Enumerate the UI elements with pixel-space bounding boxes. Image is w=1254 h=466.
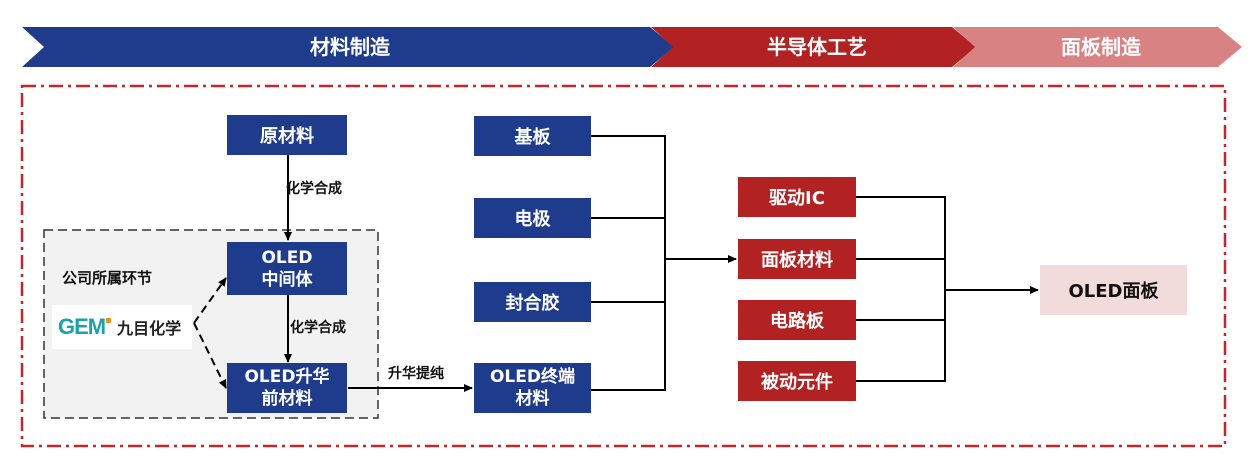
outer-frame: [20, 84, 1227, 448]
stage-semiconductor-chevron: [651, 27, 976, 67]
node-sealant: 封合胶: [474, 282, 591, 322]
node-oled-intermediate-line1: OLED: [261, 247, 313, 268]
company-logo-mark: GEM: [58, 314, 106, 339]
company-logo: GEM 九目化学: [52, 305, 192, 349]
company-segment-label: 公司所属环节: [62, 269, 153, 287]
node-oled-terminal-line2: 材料: [515, 389, 550, 409]
node-driver-ic: 驱动IC: [738, 177, 856, 217]
company-logo-accent-icon: [106, 317, 112, 323]
stage-semiconductor-label: 半导体工艺: [767, 35, 867, 59]
materials-bracket: [591, 135, 666, 391]
stage-panel-label: 面板制造: [1061, 35, 1141, 59]
node-oled-sublimation-line2: 前材料: [261, 389, 313, 409]
semiconductor-bracket: [856, 196, 946, 382]
node-substrate: 基板: [474, 116, 591, 156]
company-arrow-up: [193, 277, 227, 324]
node-oled-intermediate: OLED 中间体: [227, 242, 347, 295]
node-raw-material: 原材料: [227, 115, 347, 155]
stage-banner: [22, 27, 1242, 67]
node-electrode: 电极: [474, 198, 591, 238]
company-name: 九目化学: [117, 319, 182, 338]
stage-materials-label: 材料制造: [310, 35, 390, 59]
node-oled-terminal-material: OLED终端 材料: [474, 363, 591, 413]
node-oled-intermediate-line2: 中间体: [261, 269, 313, 290]
stage-materials-chevron: [22, 27, 674, 67]
node-circuit-board: 电路板: [738, 300, 856, 340]
edge-label-synthesis-2: 化学合成: [290, 320, 346, 336]
node-oled-panel: OLED面板: [1040, 265, 1187, 315]
edge-label-synthesis-1: 化学合成: [286, 181, 342, 197]
node-oled-sublimation-line1: OLED升华: [244, 367, 330, 387]
node-oled-sublimation-precursor: OLED升华 前材料: [227, 363, 347, 413]
node-oled-terminal-line1: OLED终端: [489, 367, 575, 387]
stage-panel-chevron: [953, 27, 1242, 67]
node-panel-material: 面板材料: [738, 239, 856, 279]
edge-label-sublimation: 升华提纯: [388, 366, 444, 382]
node-passive-components: 被动元件: [738, 361, 856, 401]
